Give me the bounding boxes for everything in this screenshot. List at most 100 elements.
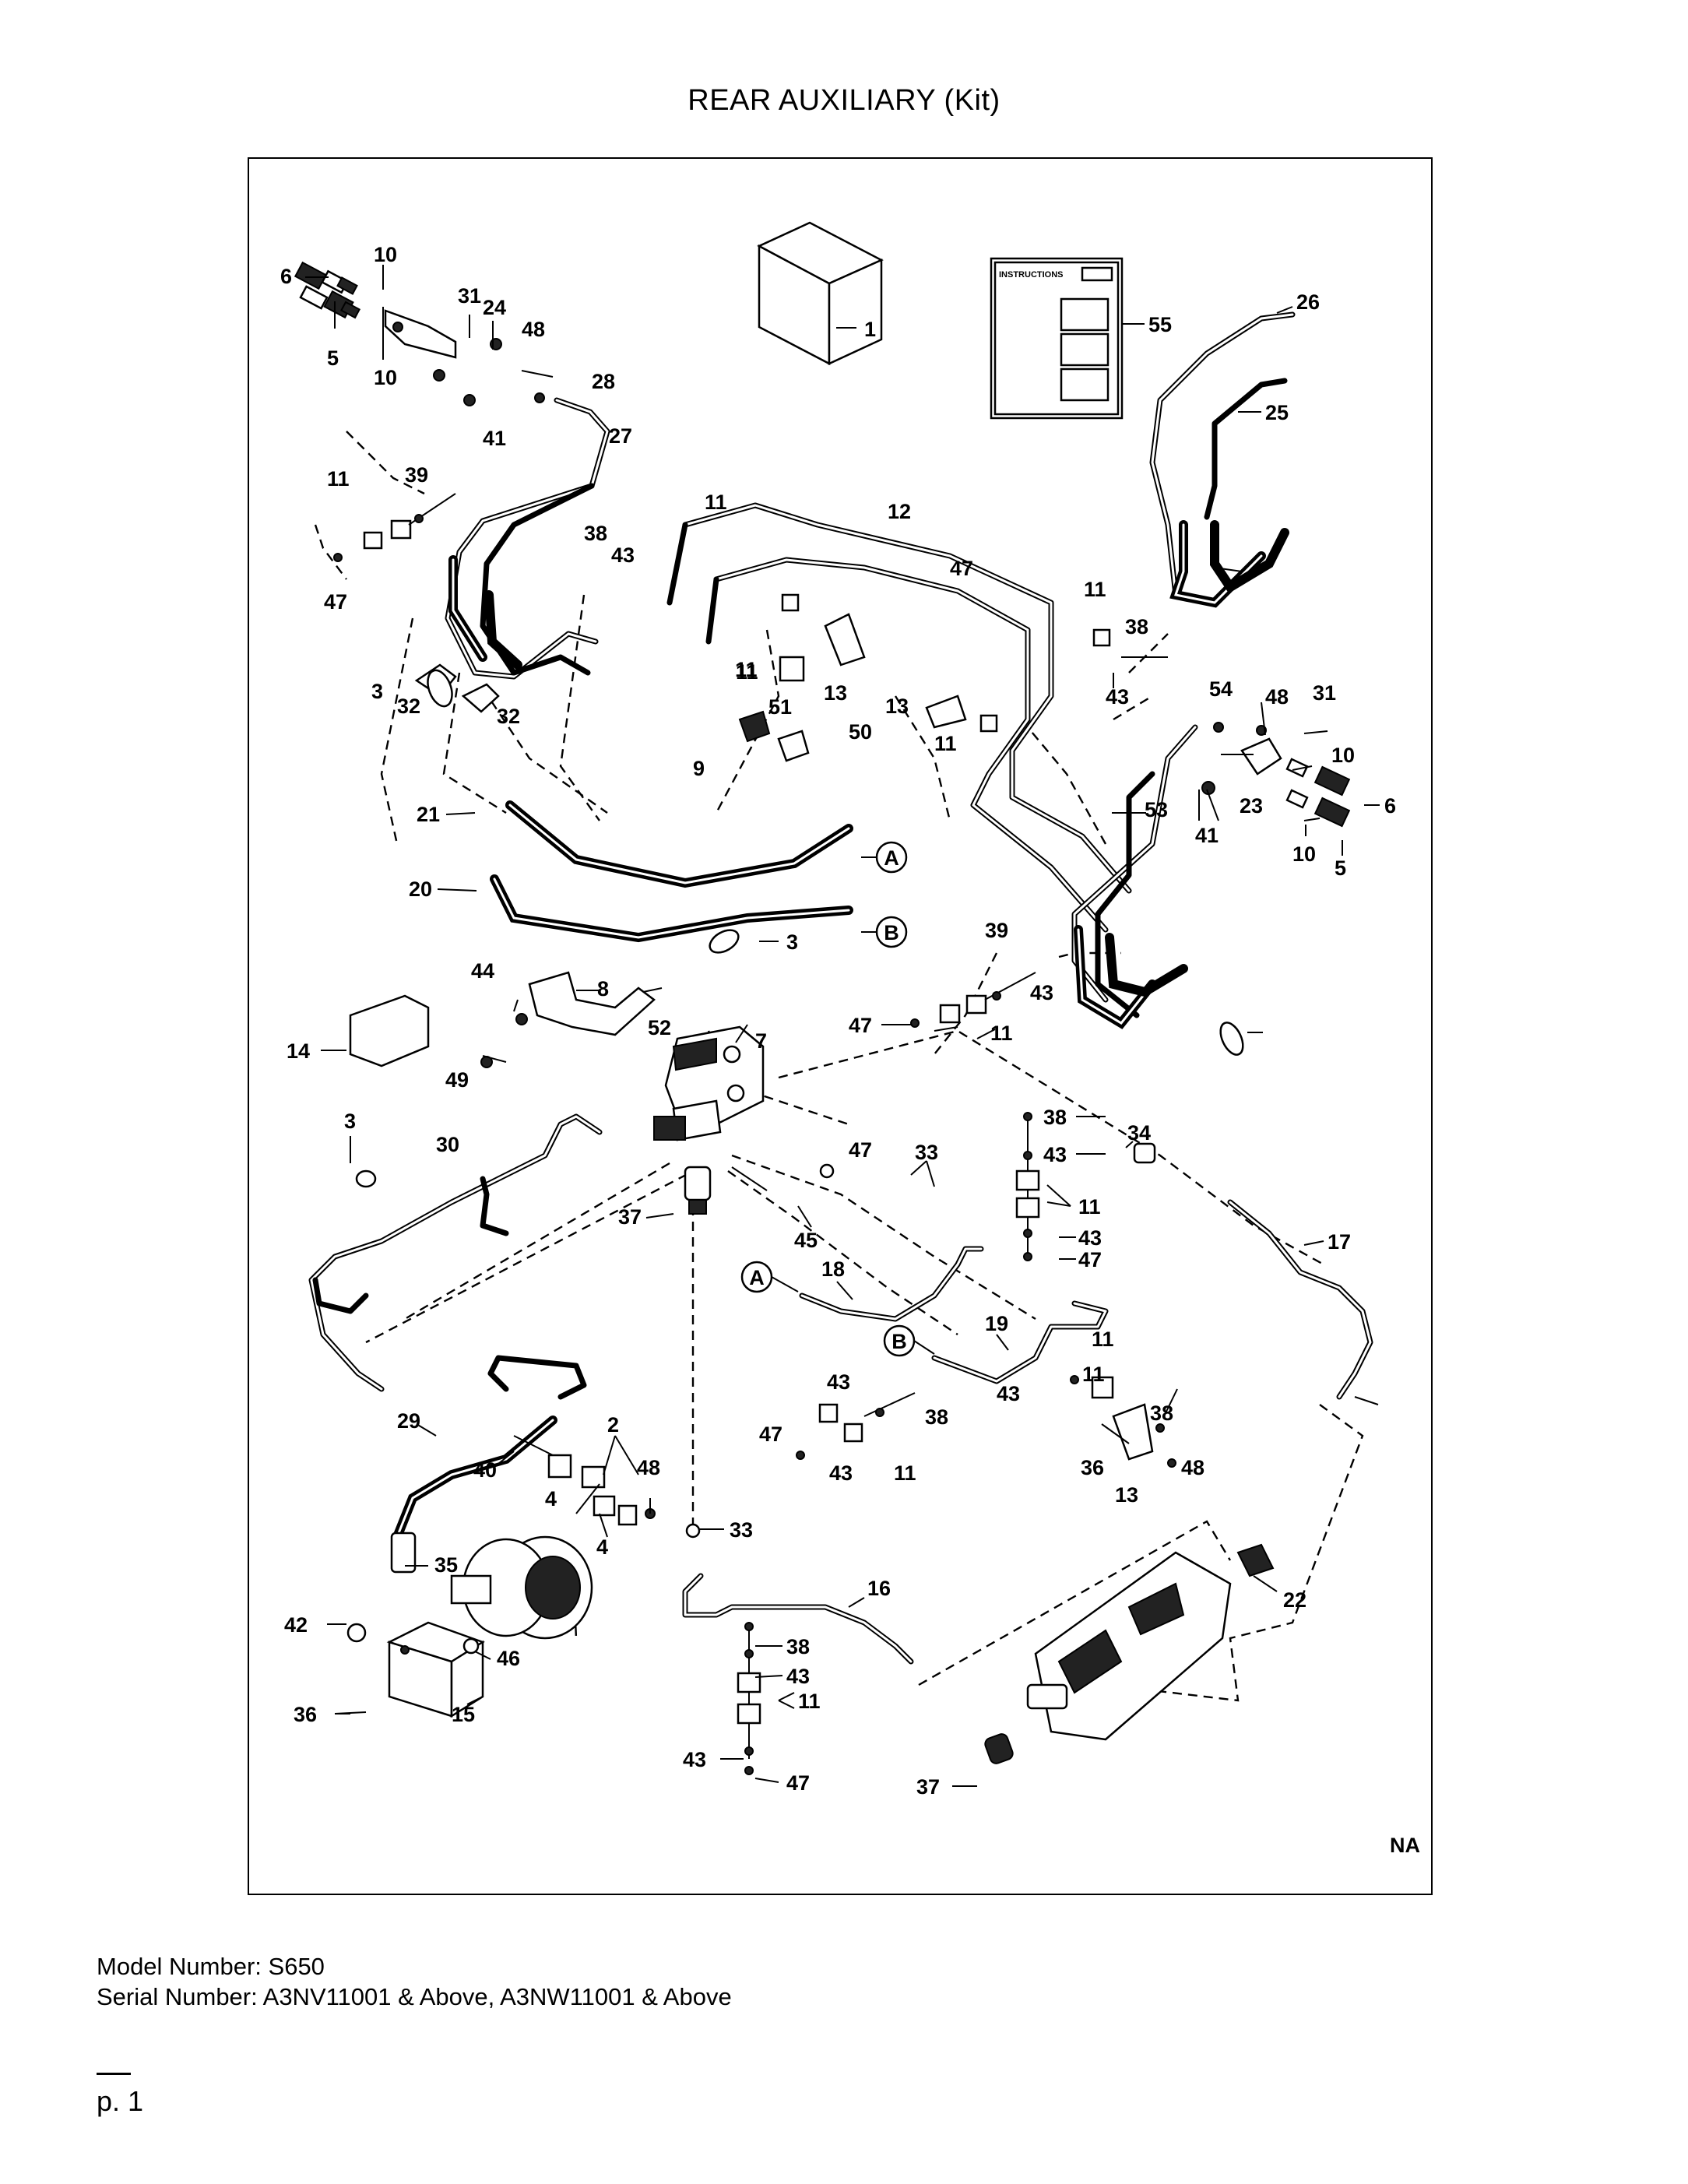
callout: 10 [1292,842,1316,866]
callout: 23 [1240,794,1263,818]
callout: 40 [473,1458,497,1482]
callout: 35 [434,1553,458,1577]
callout: 41 [483,427,506,450]
callout: 21 [417,803,440,826]
connector-label-a: A [884,846,899,870]
callout: 29 [397,1409,420,1433]
callout: 49 [445,1068,469,1092]
callout: 25 [1265,401,1289,424]
connector-label-b: B [891,1330,907,1353]
callout: 47 [1078,1248,1102,1271]
callout: 11 [1078,1195,1101,1219]
callout: 43 [786,1665,810,1688]
callout: 16 [867,1577,891,1600]
cable-tie-right [1219,1022,1244,1056]
callout: 13 [824,681,847,705]
parts-diagram-frame: INSTRUCTIONS [248,157,1433,1895]
callout: 33 [730,1518,753,1542]
callout: 46 [497,1647,520,1670]
cable-tie-lower [355,1169,377,1188]
callout: 3 [786,930,798,954]
cable-tie-top [427,669,453,708]
dashed-routing-lines [314,431,1364,1702]
callout: 43 [829,1461,853,1485]
callout: 4 [596,1535,608,1559]
callout: 14 [287,1039,310,1063]
fitting-33-upper [819,1163,835,1179]
callout: 39 [405,463,428,487]
callout: 32 [497,705,520,728]
callout: 33 [915,1141,938,1164]
callout: 17 [1328,1230,1351,1254]
callout: 47 [950,557,973,580]
callout: 38 [1125,615,1148,638]
drawing-reference-code: NA [1390,1834,1420,1857]
callout: 13 [885,695,909,718]
callout: 43 [1030,981,1053,1004]
callout: 3 [344,1110,356,1133]
callout: 48 [522,318,545,341]
callout: 54 [1209,677,1233,701]
clamp-11-center [781,593,800,612]
callout: 11 [934,732,957,755]
tee-fitting-right [461,683,500,713]
left-clamp-set [333,493,456,562]
callout: 10 [1331,744,1355,767]
clamp-block-lower [777,730,810,762]
callout: 3 [371,680,383,703]
callout: 30 [436,1133,459,1156]
callout: 20 [409,877,432,901]
callout: 36 [1081,1456,1104,1479]
callout: 13 [1115,1483,1138,1507]
callout: 51 [768,695,792,719]
callout: 11 [894,1461,916,1485]
leader-lines [305,265,1380,1787]
upper-hoses-and-tubes [445,311,1296,1029]
callout: 11 [736,660,758,684]
middle-clamp-set [910,972,1036,1028]
callout: 47 [786,1771,810,1795]
callout: 4 [545,1487,557,1511]
callout: 43 [683,1748,706,1771]
callout: 11 [735,658,758,681]
callout: 1 [864,318,876,341]
parts: INSTRUCTIONS [294,221,1351,1775]
callout: 47 [324,590,347,614]
callout: 38 [786,1635,810,1658]
valve-block [653,1025,765,1141]
bolt-stack-lower [737,1622,761,1775]
callout: 43 [1043,1143,1067,1166]
right-fittings [1201,722,1351,828]
callout: 2 [607,1413,619,1437]
callout: 43 [827,1370,850,1394]
clamp-11-upper-right [1092,628,1111,647]
connector-markers: A B A B [740,841,935,1357]
fitting-33-lower [685,1523,701,1539]
callout: 38 [925,1405,948,1429]
o-ring-46 [462,1637,480,1655]
callout: 45 [794,1229,818,1252]
callout: 6 [1384,794,1396,818]
callout: 10 [374,243,397,266]
callout: 43 [1078,1226,1102,1250]
elbow-fitting-37 [684,1166,712,1215]
callout: 6 [280,265,292,288]
callout: 41 [1195,824,1219,847]
callout: 43 [997,1382,1020,1405]
callout: 5 [327,346,339,370]
callout: 11 [705,491,727,514]
callout: 34 [1127,1121,1151,1145]
callout: 50 [849,720,872,744]
callout: 48 [1265,685,1289,709]
mounting-bracket-14 [349,994,430,1067]
block-15 [386,1621,485,1718]
callout: 44 [471,959,494,983]
callout: 11 [990,1022,1013,1045]
elbow-fitting-lower [984,1733,1014,1764]
bolt-45 [731,1166,768,1191]
exploded-parts-diagram: INSTRUCTIONS [280,221,1396,1799]
callout: 18 [821,1257,845,1281]
callout: 42 [284,1613,308,1637]
part-callouts: 10 6 31 24 48 5 10 28 1 55 26 25 41 27 1… [280,243,1396,1799]
lower-clamp-set [796,1392,916,1460]
